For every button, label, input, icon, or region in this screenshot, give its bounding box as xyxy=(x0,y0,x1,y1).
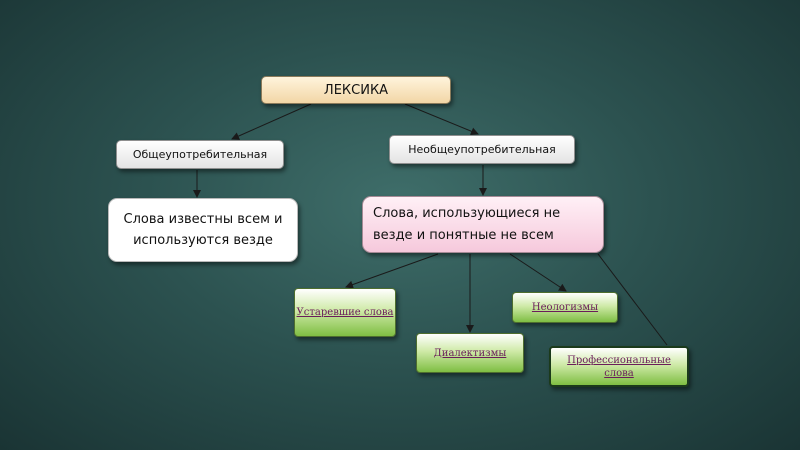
uncommon-description-text: Слова, использующиеся не везде и понятны… xyxy=(373,205,561,243)
uncommon-lexicon-node: Необщеупотребительная xyxy=(389,135,575,164)
common-description-node: Слова известны всем и используются везде xyxy=(108,198,298,262)
common-lexicon-node: Общеупотребительная xyxy=(116,140,284,169)
professional-words-link[interactable]: Профессиональные слова xyxy=(567,354,671,379)
lexicon-label: ЛЕКСИКА xyxy=(323,82,389,98)
common-lexicon-label: Общеупотребительная xyxy=(132,148,268,161)
lexicon-node: ЛЕКСИКА xyxy=(261,76,451,104)
professional-words-node[interactable]: Профессиональные слова xyxy=(549,346,689,387)
edge-uncommon_desc-to-archaic xyxy=(345,253,439,289)
dialectisms-link[interactable]: Диалектизмы xyxy=(433,347,507,359)
archaic-words-node[interactable]: Устаревшие слова xyxy=(294,288,396,337)
dialectisms-node[interactable]: Диалектизмы xyxy=(416,333,524,373)
edge-lexicon-to-common xyxy=(231,103,312,140)
edge-layer xyxy=(193,103,668,346)
uncommon-description-node: Слова, использующиеся не везде и понятны… xyxy=(362,196,604,253)
archaic-words-link[interactable]: Устаревшие слова xyxy=(296,307,394,318)
edge-uncommon_desc-to-professional xyxy=(597,253,668,346)
common-description-text: Слова известны всем и используются везде xyxy=(123,212,283,248)
uncommon-lexicon-label: Необщеупотребительная xyxy=(408,143,556,156)
edge-lexicon-to-uncommon xyxy=(404,103,479,136)
neologisms-link[interactable]: Неологизмы xyxy=(531,302,599,313)
edge-uncommon_desc-to-neologisms xyxy=(509,253,567,292)
neologisms-node[interactable]: Неологизмы xyxy=(512,292,618,323)
